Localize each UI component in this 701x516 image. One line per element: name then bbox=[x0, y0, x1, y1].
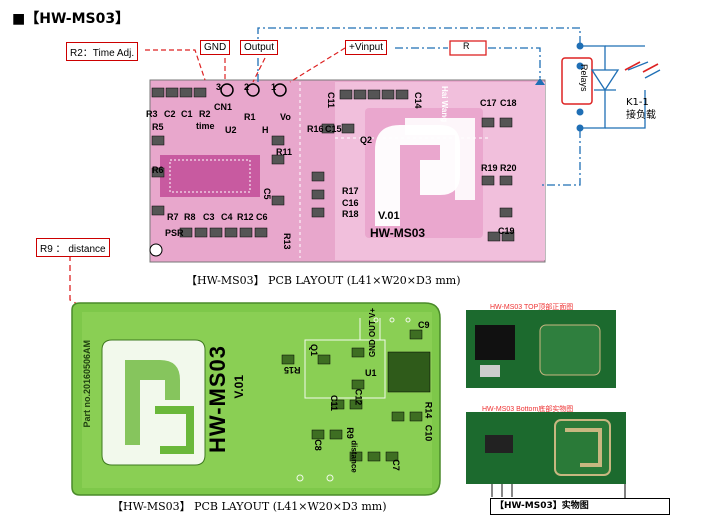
ref-r19: R19 bbox=[481, 163, 498, 173]
pcb-bottom-silkscreen bbox=[296, 317, 411, 482]
ref-r6: R6 bbox=[152, 165, 164, 175]
ref-r16: R16 bbox=[307, 124, 324, 134]
vinput-label: +Vinput bbox=[345, 40, 388, 55]
pcb-top-ic bbox=[160, 155, 260, 197]
blue-wire bbox=[257, 27, 581, 186]
ref-c18: C18 bbox=[500, 98, 517, 108]
ref-r1: R1 bbox=[244, 112, 256, 122]
ref-b-q1: Q1 bbox=[309, 343, 320, 357]
pcb-bottom-pins: GND OUT V+ bbox=[368, 308, 377, 358]
ref-c6: C6 bbox=[256, 212, 268, 222]
pcb-top-board-name: HW-MS03 bbox=[370, 226, 426, 240]
ref-c5: C5 bbox=[262, 188, 272, 200]
pin-3-label: 3 bbox=[216, 82, 222, 92]
resistor-symbol bbox=[449, 40, 487, 56]
pin-1-label: 1 bbox=[271, 82, 277, 92]
pcb-bottom-pads bbox=[281, 329, 431, 462]
pcb-bottom-board-name: HW-MS03 bbox=[205, 345, 230, 454]
pcb-bottom-caption: 【HW-MS03】 PCB LAYOUT (L41×W20×D3 mm) bbox=[112, 500, 387, 513]
ref-r5: R5 bbox=[152, 122, 164, 132]
output-leader bbox=[252, 57, 266, 83]
ref-b-c10: C10 bbox=[423, 424, 434, 442]
pcb-top-caption: 【HW-MS03】 PCB LAYOUT (L41×W20×D3 mm) bbox=[186, 274, 461, 287]
pcb-top-pin-3 bbox=[220, 83, 234, 97]
ref-r11: R11 bbox=[276, 147, 293, 157]
ref-r3: R3 bbox=[146, 109, 158, 119]
load-label: K1-1 接负载 bbox=[626, 97, 656, 121]
relay-symbol bbox=[561, 57, 593, 105]
ref-r17: R17 bbox=[342, 186, 359, 196]
pcb-top-pin-2 bbox=[246, 83, 260, 97]
ref-u2: U2 bbox=[225, 125, 237, 135]
ref-b-c8: C8 bbox=[312, 439, 323, 451]
ref-vo: Vo bbox=[280, 112, 291, 122]
relay-output-circuit bbox=[580, 45, 661, 129]
ref-c4: C4 bbox=[221, 212, 233, 222]
ref-c19: C19 bbox=[498, 226, 515, 236]
ref-r7: R7 bbox=[167, 212, 179, 222]
ref-cn1: CN1 bbox=[214, 102, 233, 112]
pcb-bottom-version: V.01 bbox=[232, 375, 246, 399]
ref-r2: R2 bbox=[199, 109, 211, 119]
ref-c2: C2 bbox=[164, 109, 176, 119]
ref-b-c12: C12 bbox=[353, 388, 364, 406]
ref-b-distance: distance bbox=[349, 440, 359, 473]
ref-c14: C14 bbox=[413, 92, 423, 109]
pcb-top-pads bbox=[151, 87, 515, 242]
ref-r20: R20 bbox=[500, 163, 517, 173]
r9-distance-label: R9 ： distance bbox=[36, 238, 110, 257]
ref-b-c11: C11 bbox=[329, 394, 340, 412]
ref-psr: PSR bbox=[165, 228, 184, 238]
ref-r12: R12 bbox=[237, 212, 254, 222]
photo-caption: 【HW-MS03】实物图 bbox=[490, 498, 670, 515]
pcb-top-version: V.01 bbox=[378, 210, 400, 222]
pcb-top-antenna-trace bbox=[375, 125, 460, 226]
ref-c11: C11 bbox=[326, 92, 336, 109]
r2-leader bbox=[145, 49, 206, 81]
relay-label: Relays bbox=[579, 64, 589, 92]
ref-time: time bbox=[196, 121, 215, 131]
ref-c3: C3 bbox=[203, 212, 215, 222]
ref-r8: R8 bbox=[184, 212, 196, 222]
ref-b-r9: R9 bbox=[344, 427, 355, 439]
r2-time-adj-label: R2：Time Adj. bbox=[66, 42, 139, 61]
ref-b-r14: R14 bbox=[423, 401, 434, 419]
ref-b-r15: R15 bbox=[284, 365, 301, 375]
document-title: ■【HW-MS03】 bbox=[12, 11, 130, 27]
ref-r13: R13 bbox=[282, 233, 292, 250]
ref-c17: C17 bbox=[480, 98, 497, 108]
gnd-label: GND bbox=[200, 40, 231, 55]
pcb-bottom-part-no: Part no.20160506AM bbox=[82, 340, 92, 428]
ref-b-u1: U1 bbox=[365, 368, 377, 378]
photo-top-title: HW-MS03 TOP顶部正面图 bbox=[490, 304, 574, 311]
pin-2-label: 2 bbox=[244, 82, 250, 92]
pcb-top-pin-1 bbox=[273, 83, 287, 97]
ref-r18: R18 bbox=[342, 209, 359, 219]
ref-c16: C16 bbox=[342, 198, 359, 208]
ref-b-c7: C7 bbox=[390, 459, 401, 471]
ref-q2: Q2 bbox=[360, 135, 373, 145]
pcb-top-brand: Hai Wang bbox=[440, 86, 449, 123]
ref-h: H bbox=[262, 125, 269, 135]
photo-bottom-title: HW-MS03 Bottom底部实物图 bbox=[482, 406, 574, 413]
resistor-label: R bbox=[463, 41, 470, 51]
ref-c1: C1 bbox=[181, 109, 193, 119]
ref-b-c9: C9 bbox=[418, 320, 430, 330]
vinput-leader bbox=[289, 47, 346, 83]
ref-c15: C15 bbox=[325, 124, 342, 134]
switch-contact-icon bbox=[624, 61, 659, 73]
output-label: Output bbox=[240, 40, 279, 55]
